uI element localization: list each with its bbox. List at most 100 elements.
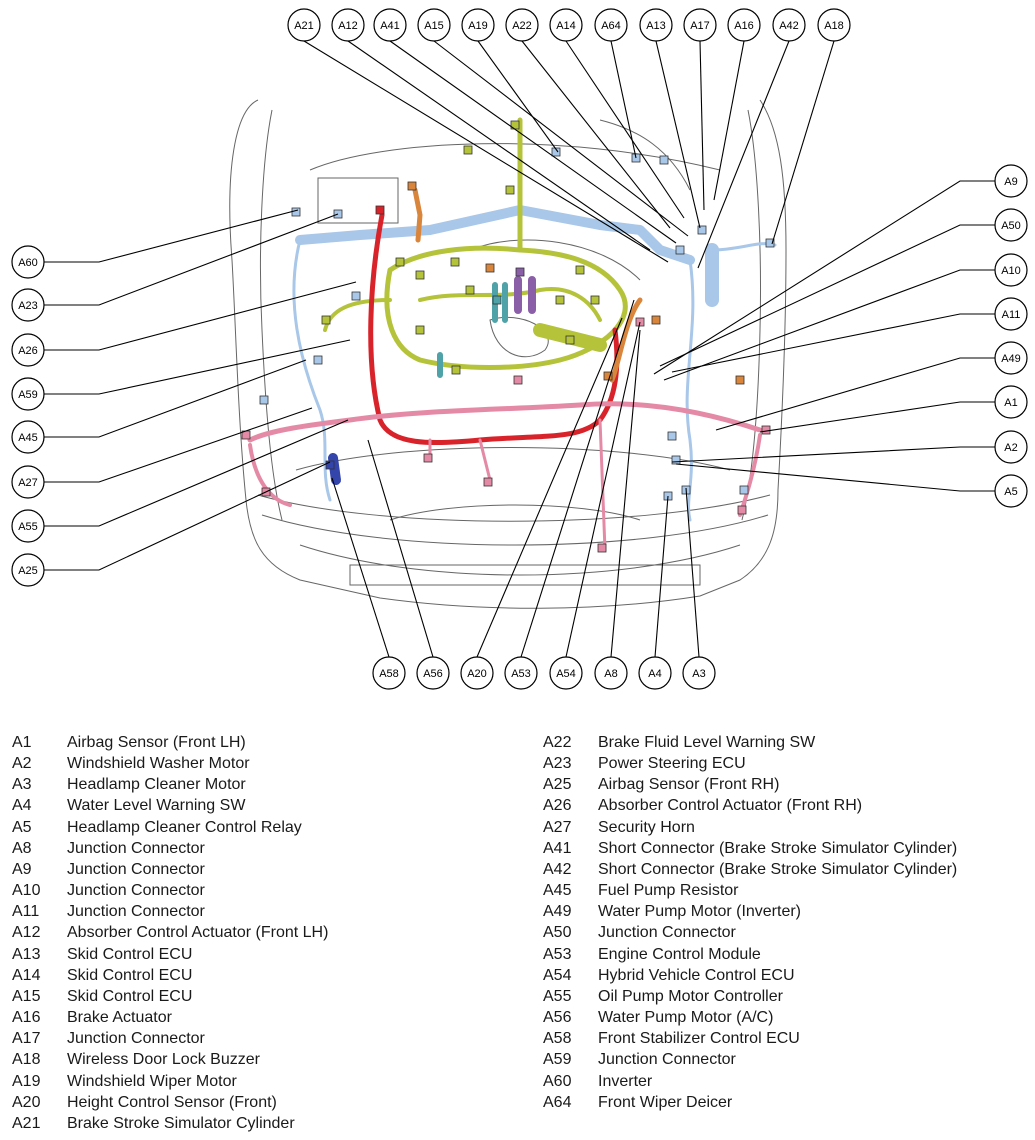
connector-39 (259, 395, 269, 405)
callout-label: A21 (294, 20, 314, 32)
callout-label: A45 (18, 432, 38, 444)
legend-label: Water Pump Motor (Inverter) (598, 903, 802, 921)
callout-label: A59 (18, 389, 38, 401)
legend-label: Engine Control Module (598, 945, 761, 963)
callout-circle (817, 8, 851, 42)
leader-a42 (697, 40, 790, 269)
callout-a60: A60 (11, 245, 45, 279)
legend-label: Brake Fluid Level Warning SW (598, 734, 816, 751)
connector-46 (415, 325, 425, 335)
legend-code: A17 (12, 1030, 41, 1048)
callout-a1: A1 (994, 385, 1028, 419)
callout-label: A56 (423, 668, 443, 680)
connector-14 (485, 263, 495, 273)
connector-12 (463, 145, 473, 155)
legend-label: Absorber Control Actuator (Front LH) (67, 924, 329, 942)
callout-circle (994, 474, 1028, 508)
callout-label: A16 (734, 20, 754, 32)
leader-lines (44, 40, 995, 658)
callout-circle (594, 656, 628, 690)
callout-a18: A18 (817, 8, 851, 42)
legend-label: Headlamp Cleaner Control Relay (67, 818, 302, 836)
leader-a23 (44, 213, 339, 306)
connector-9 (590, 295, 600, 305)
callout-label: A9 (1004, 176, 1017, 188)
legend-code: A20 (12, 1093, 41, 1111)
leader-a54 (565, 321, 641, 658)
leader-a22 (521, 40, 671, 229)
callout-a9: A9 (994, 164, 1028, 198)
legend-code: A22 (543, 734, 572, 751)
legend-label: Junction Connector (598, 924, 736, 942)
connector-26 (675, 245, 685, 255)
leader-a18 (771, 40, 835, 245)
connector-32 (423, 453, 433, 463)
connector-38 (313, 355, 323, 365)
leader-a53 (520, 299, 635, 658)
callout-a25: A25 (11, 553, 45, 587)
callout-label: A54 (556, 668, 576, 680)
callout-circle (11, 288, 45, 322)
callout-label: A11 (1002, 309, 1021, 321)
callout-a64: A64 (594, 8, 628, 42)
legend-label: Headlamp Cleaner Motor (67, 776, 246, 794)
connector-5 (415, 270, 425, 280)
connector-0 (291, 207, 301, 217)
connector-4 (395, 257, 405, 267)
callout-label: A25 (18, 565, 38, 577)
callout-label: A42 (779, 20, 799, 32)
legend-code: A8 (12, 839, 32, 857)
callout-label: A5 (1004, 486, 1017, 498)
connector-16 (492, 295, 502, 305)
legend-code: A45 (543, 882, 572, 900)
legend-code: A54 (543, 966, 572, 984)
callout-label: A15 (424, 20, 444, 32)
legend-label: Junction Connector (67, 903, 205, 921)
connector-7 (465, 285, 475, 295)
leader-a27 (44, 407, 313, 483)
callout-a59: A59 (11, 377, 45, 411)
legend-label: Front Wiper Deicer (598, 1093, 733, 1111)
connector-8 (575, 265, 585, 275)
legend-label: Short Connector (Brake Stroke Simulator … (598, 839, 958, 857)
leader-a13 (655, 40, 701, 229)
connectors (241, 120, 775, 553)
callout-circle (11, 333, 45, 367)
connector-37 (351, 291, 361, 301)
callout-circle (373, 8, 407, 42)
callout-a27: A27 (11, 465, 45, 499)
callout-circle (416, 656, 450, 690)
callout-a2: A2 (994, 430, 1028, 464)
callout-label: A14 (556, 20, 576, 32)
leader-a21 (303, 40, 669, 263)
leader-a3 (685, 487, 700, 658)
legend-label: Skid Control ECU (67, 987, 193, 1005)
callout-a13: A13 (639, 8, 673, 42)
legend-code: A2 (12, 755, 32, 773)
callout-label: A19 (468, 20, 488, 32)
legend-code: A27 (543, 818, 572, 836)
callout-label: A17 (690, 20, 710, 32)
connector-17 (451, 365, 461, 375)
leader-a1 (759, 401, 995, 433)
leader-a11 (671, 313, 995, 373)
callout-circle (331, 8, 365, 42)
callout-circle (994, 385, 1028, 419)
callout-a14: A14 (549, 8, 583, 42)
legend-code: A1 (12, 734, 32, 751)
legend-code: A25 (543, 776, 572, 794)
legend-label: Fuel Pump Resistor (598, 882, 739, 900)
